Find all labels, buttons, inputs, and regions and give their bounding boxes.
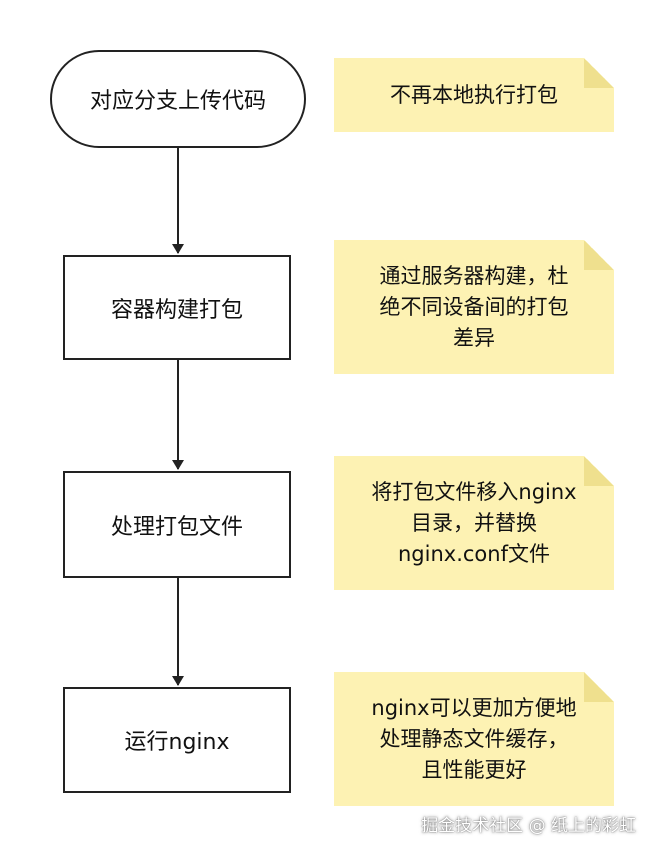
note-nginx-benefits-text: nginx可以更加方便地处理静态文件缓存，且性能更好 xyxy=(371,695,577,782)
step-container-build: 容器构建打包 xyxy=(63,255,291,360)
step-process-files-label: 处理打包文件 xyxy=(110,514,243,540)
note-server-build: 通过服务器构建，杜绝不同设备间的打包差异 xyxy=(334,240,614,374)
note-no-local-build: 不再本地执行打包 xyxy=(334,58,614,132)
watermark: 掘金技术社区 @ 纸上的彩虹 xyxy=(421,816,636,836)
step-run-nginx: 运行nginx xyxy=(63,687,291,793)
note-nginx-benefits: nginx可以更加方便地处理静态文件缓存，且性能更好 xyxy=(334,672,614,806)
step-upload-code-label: 对应分支上传代码 xyxy=(89,89,266,114)
step-container-build-label: 容器构建打包 xyxy=(110,297,243,323)
step-run-nginx-label: 运行nginx xyxy=(124,730,230,755)
step-process-files: 处理打包文件 xyxy=(63,471,291,578)
step-upload-code: 对应分支上传代码 xyxy=(50,50,306,148)
note-server-build-text: 通过服务器构建，杜绝不同设备间的打包差异 xyxy=(379,263,569,350)
note-no-local-build-text: 不再本地执行打包 xyxy=(390,82,558,107)
